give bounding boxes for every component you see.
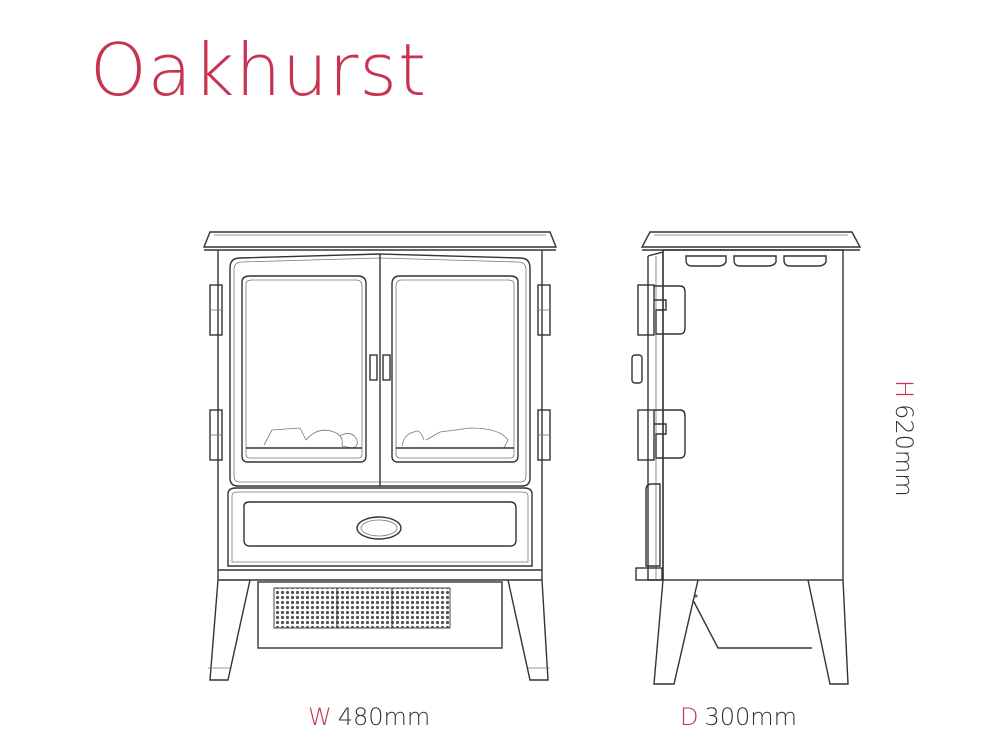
height-value: 620mm <box>890 404 918 497</box>
width-value: 480mm <box>337 703 431 731</box>
depth-key: D <box>680 703 699 731</box>
height-key: H <box>890 380 918 399</box>
height-dimension: H 620mm <box>890 380 918 497</box>
front-view-drawing <box>202 231 558 681</box>
side-view-drawing <box>631 231 862 685</box>
width-key: W <box>308 703 332 731</box>
heater-grille <box>273 587 451 629</box>
depth-value: 300mm <box>704 703 798 731</box>
product-title: Oakhurst <box>90 28 428 112</box>
